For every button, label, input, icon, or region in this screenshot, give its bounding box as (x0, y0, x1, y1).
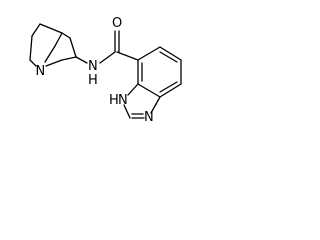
bond (123, 104, 131, 119)
bond (150, 96, 161, 114)
ring-nh-hydrogen-label: H (109, 93, 119, 108)
imine-nitrogen-label: N (144, 110, 154, 125)
atom-labels: N N H O H N N (36, 16, 154, 125)
carbonyl-oxygen-label: O (112, 16, 122, 31)
bond (116, 51, 139, 61)
bond (137, 46, 161, 61)
bond (159, 51, 178, 63)
bond (39, 23, 63, 34)
bond (99, 51, 116, 64)
bond (137, 83, 161, 98)
molecule-structure: N N H O H N N (29, 16, 182, 125)
bond (45, 59, 63, 67)
bond (31, 23, 41, 37)
bond (54, 32, 63, 47)
bond (29, 59, 37, 67)
bond (159, 81, 178, 93)
amide-hydrogen-label: H (88, 73, 98, 88)
bond (44, 45, 56, 63)
bond (75, 56, 88, 64)
amide-nitrogen-label: N (88, 59, 98, 74)
bond (61, 56, 77, 61)
bond (61, 32, 71, 39)
bond (127, 83, 139, 96)
ring-nh-nitrogen-label: N (118, 93, 128, 108)
bond-lines (29, 23, 182, 119)
bond (159, 83, 182, 98)
bond (29, 35, 33, 61)
bond (159, 46, 182, 61)
bond (69, 37, 77, 58)
amine-nitrogen-label: N (36, 64, 46, 79)
